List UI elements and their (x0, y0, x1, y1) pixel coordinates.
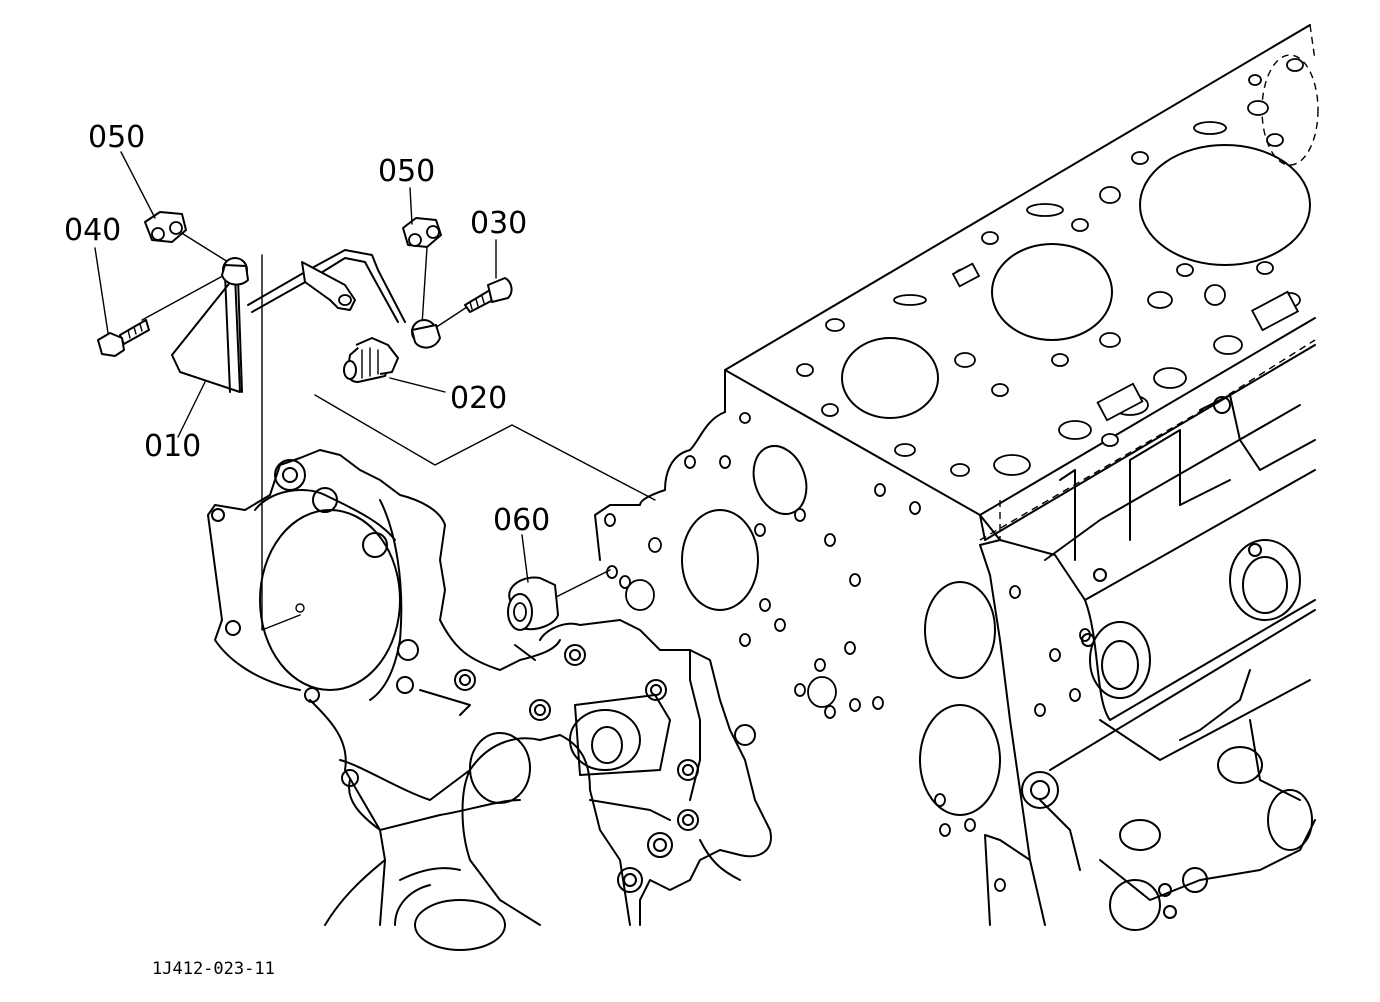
callout-leaders (94, 151, 529, 583)
part-060-sleeve[interactable] (507, 576, 559, 631)
alignment-lines (141, 231, 656, 631)
gear-case (207, 449, 772, 951)
front-face-holes (604, 412, 1091, 892)
part-010-pipe[interactable] (171, 249, 441, 393)
callout-030: 030 (470, 206, 527, 241)
deck-holes (796, 58, 1304, 477)
callout-010: 010 (144, 429, 201, 464)
callout-020: 020 (450, 381, 507, 416)
engine-block (594, 24, 1319, 931)
figure-reference: 1J412-023-11 (152, 959, 275, 979)
part-050-washer-left[interactable] (144, 211, 187, 243)
callout-050-left: 050 (88, 120, 145, 155)
part-050-washer-right[interactable] (402, 217, 442, 248)
part-020-nozzle-holder[interactable] (343, 337, 399, 383)
callout-060: 060 (493, 503, 550, 538)
callout-050-right: 050 (378, 154, 435, 189)
part-030-bolt[interactable] (464, 277, 513, 313)
part-040-bolt[interactable] (97, 319, 150, 357)
callout-040: 040 (64, 213, 121, 248)
